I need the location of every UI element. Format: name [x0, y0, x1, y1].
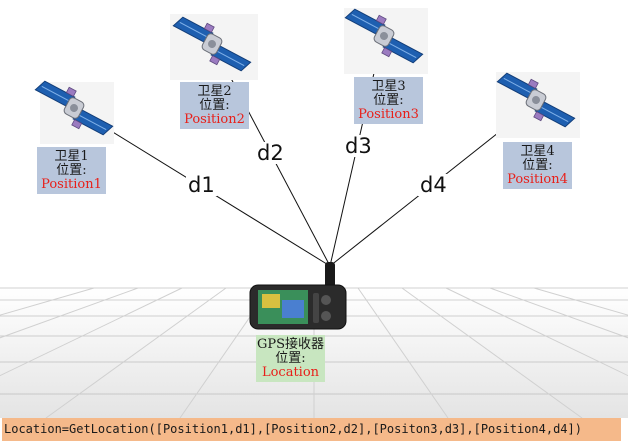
distance-label-d1: d1 [186, 173, 217, 197]
distance-label-d2: d2 [255, 141, 286, 165]
satellite-1-label: 卫星1 位置: Position1 [37, 147, 106, 194]
satellite-4-position: Position4 [507, 172, 568, 187]
satellite-1-position: Position1 [41, 177, 102, 192]
satellite-1-name: 卫星1 [54, 149, 89, 164]
satellite-2-position: Position2 [184, 112, 245, 127]
satellite-1-pos-label: 位置: [56, 163, 87, 178]
satellite-2-pos-label: 位置: [199, 98, 230, 113]
satellite-3-position: Position3 [358, 107, 419, 122]
receiver-name: GPS接收器 [256, 337, 325, 352]
gps-receiver-icon [249, 262, 347, 330]
location-formula: Location=GetLocation([Position1,d1],[Pos… [2, 418, 621, 441]
receiver-label: GPS接收器 位置: Location [256, 335, 325, 382]
satellite-4-icon [490, 65, 582, 138]
satellite-3-pos-label: 位置: [373, 93, 404, 108]
receiver-pos-label: 位置: [275, 351, 306, 366]
satellite-2-icon [166, 9, 258, 80]
satellite-3-label: 卫星3 位置: Position3 [354, 77, 423, 124]
distance-label-d4: d4 [418, 173, 449, 197]
satellite-4-pos-label: 位置: [522, 158, 553, 173]
satellite-1-icon [28, 73, 120, 144]
satellite-4-name: 卫星4 [520, 144, 555, 159]
distance-lines [89, 37, 533, 267]
satellite-3-icon [338, 1, 430, 74]
satellite-3-name: 卫星3 [371, 79, 406, 94]
satellite-4-label: 卫星4 位置: Position4 [503, 142, 572, 189]
receiver-position: Location [261, 365, 320, 380]
satellite-2-name: 卫星2 [197, 84, 232, 99]
distance-label-d3: d3 [343, 134, 374, 158]
satellite-2-label: 卫星2 位置: Position2 [180, 82, 249, 129]
